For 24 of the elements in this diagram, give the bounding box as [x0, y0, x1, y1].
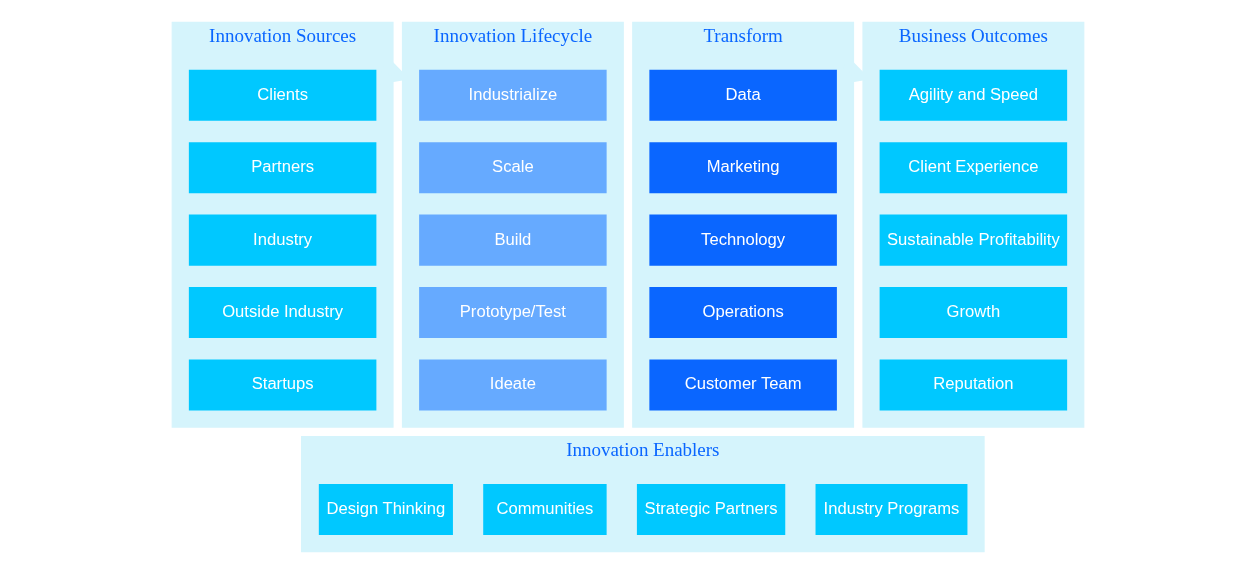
- node-box: Agility and Speed: [879, 69, 1067, 121]
- node-box: Scale: [418, 142, 607, 194]
- node-box: Communities: [482, 484, 607, 536]
- node-box: Data: [648, 69, 837, 121]
- node-box: Design Thinking: [318, 484, 453, 536]
- node-box: Reputation: [879, 359, 1067, 411]
- node-box: Technology: [648, 214, 837, 266]
- node-box: Industry Programs: [815, 484, 967, 536]
- node-box: Partners: [188, 142, 376, 194]
- node-box: Growth: [879, 287, 1067, 339]
- node-box: Prototype/Test: [418, 287, 607, 339]
- node-box: Ideate: [418, 359, 607, 411]
- node-box: Industry: [188, 214, 376, 266]
- node-box: Strategic Partners: [636, 484, 785, 536]
- node-box: Operations: [648, 287, 837, 339]
- node-box: Client Experience: [879, 142, 1067, 194]
- node-box: Startups: [188, 359, 376, 411]
- node-box: Industrialize: [418, 69, 607, 121]
- node-box: Outside Industry: [188, 287, 376, 339]
- node-box: Clients: [188, 69, 376, 121]
- node-box: Marketing: [648, 142, 837, 194]
- node-box: Sustainable Profitability: [879, 214, 1067, 266]
- node-box: Build: [418, 214, 607, 266]
- node-box: Customer Team: [648, 359, 837, 411]
